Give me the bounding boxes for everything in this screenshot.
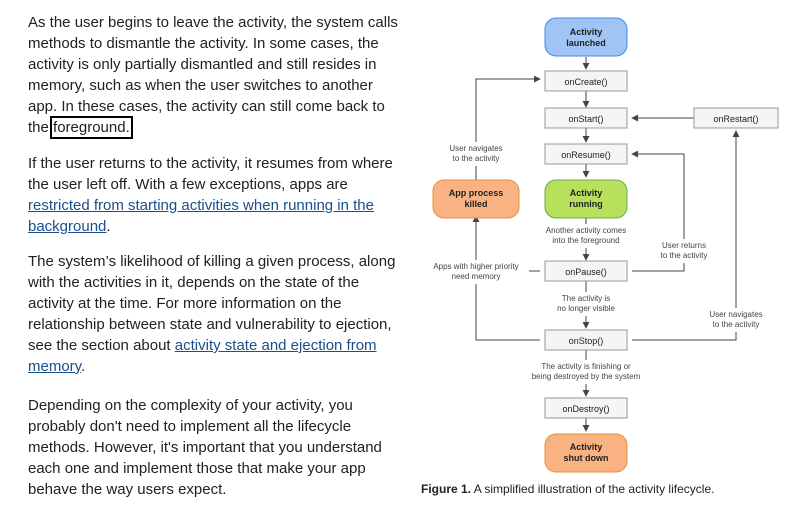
label-user-navigates-1b: to the activity bbox=[453, 154, 500, 163]
node-label: onPause() bbox=[565, 267, 607, 277]
article-text: As the user begins to leave the activity… bbox=[28, 12, 398, 512]
highlight-foreground: foreground. bbox=[50, 116, 133, 139]
caption-label: Figure 1. bbox=[421, 482, 472, 496]
link-background-restrictions[interactable]: restricted from starting activities when… bbox=[28, 197, 374, 235]
paragraph-likelihood: The system’s likelihood of killing a giv… bbox=[28, 251, 398, 377]
node-label: onCreate() bbox=[564, 77, 607, 87]
svg-text:Activity: Activity bbox=[570, 27, 603, 37]
paragraph-text: . bbox=[106, 218, 111, 235]
label-user-returns: User returns bbox=[662, 241, 706, 250]
node-app-process-killed: App process killed bbox=[432, 179, 520, 219]
node-label: onStart() bbox=[568, 114, 603, 124]
svg-text:Activity: Activity bbox=[570, 442, 603, 452]
node-ondestroy: onDestroy() bbox=[544, 397, 628, 419]
node-label: onDestroy() bbox=[562, 404, 609, 414]
paragraph-dismantle: As the user begins to leave the activity… bbox=[28, 12, 398, 139]
label-user-returns-b: to the activity bbox=[661, 251, 708, 260]
label-user-navigates-1: User navigates bbox=[449, 144, 502, 153]
edge-labels: User navigates to the activity Another a… bbox=[423, 142, 774, 384]
node-onpause: onPause() bbox=[544, 260, 628, 282]
svg-text:App process: App process bbox=[449, 188, 504, 198]
label-no-longer-visible-b: no longer visible bbox=[557, 304, 615, 313]
label-another-activity: Another activity comes bbox=[546, 226, 626, 235]
link-text: restricted from starting activities when… bbox=[28, 197, 374, 235]
label-user-navigates-2: User navigates bbox=[709, 310, 762, 319]
svg-text:shut down: shut down bbox=[564, 453, 609, 463]
svg-text:running: running bbox=[569, 199, 603, 209]
node-oncreate: onCreate() bbox=[544, 70, 628, 92]
label-no-longer-visible: The activity is bbox=[562, 294, 610, 303]
label-higher-priority: Apps with higher priority bbox=[433, 262, 518, 271]
paragraph-text: The system’s likelihood of killing a giv… bbox=[28, 253, 396, 354]
label-user-navigates-2b: to the activity bbox=[713, 320, 760, 329]
node-onstop: onStop() bbox=[544, 329, 628, 351]
link-ejection-from-memory[interactable]: activity state and ejection from memory bbox=[28, 337, 377, 375]
paragraph-text: If the user returns to the activity, it … bbox=[28, 155, 393, 193]
svg-text:killed: killed bbox=[464, 199, 487, 209]
figure-caption: Figure 1. A simplified illustration of t… bbox=[421, 482, 714, 496]
node-activity-launched: Activity launched bbox=[544, 17, 628, 57]
paragraph-resume: If the user returns to the activity, it … bbox=[28, 153, 398, 237]
paragraph-complexity: Depending on the complexity of your acti… bbox=[28, 397, 382, 498]
node-activity-shut-down: Activity shut down bbox=[544, 433, 628, 473]
caption-text: A simplified illustration of the activit… bbox=[471, 482, 715, 496]
paragraph-text: As the user begins to leave the activity… bbox=[28, 14, 398, 136]
node-onresume: onResume() bbox=[544, 143, 628, 165]
lifecycle-diagram: Activity launched Activity running App p… bbox=[423, 17, 779, 473]
label-higher-priority-b: need memory bbox=[452, 272, 501, 281]
svg-text:launched: launched bbox=[566, 38, 606, 48]
svg-text:Activity: Activity bbox=[570, 188, 603, 198]
node-label: onRestart() bbox=[713, 114, 758, 124]
label-finishing: The activity is finishing or bbox=[541, 362, 631, 371]
paragraph-text: . bbox=[81, 358, 86, 375]
node-onstart: onStart() bbox=[544, 107, 628, 129]
label-another-activity-b: into the foreground bbox=[552, 236, 619, 245]
link-text: activity state and ejection from memory bbox=[28, 337, 377, 375]
label-finishing-b: being destroyed by the system bbox=[532, 372, 641, 381]
node-label: onResume() bbox=[561, 150, 611, 160]
node-onrestart: onRestart() bbox=[693, 107, 779, 129]
node-label: onStop() bbox=[569, 336, 604, 346]
node-activity-running: Activity running bbox=[544, 179, 628, 219]
